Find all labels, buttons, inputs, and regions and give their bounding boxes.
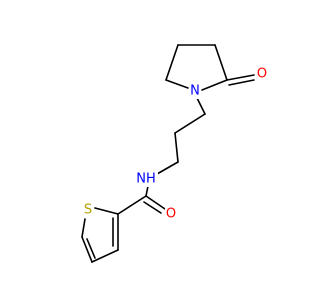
atom-label-nitrogen-ring: N: [190, 84, 200, 99]
atom-label-sulfur: S: [84, 203, 92, 218]
bond-c7-o1-a: [226, 74, 255, 81]
atom-label-oxygen-lactam: O: [257, 67, 267, 82]
bond-ca-cb: [174, 113, 206, 134]
atom-nitrogen-ring: N: [189, 83, 201, 99]
bond-n1-ca: [196, 97, 206, 115]
bond-c4-c5: [165, 44, 179, 81]
molecule-structure-diagram: O N NH O S: [81, 44, 268, 263]
bond-n1-c4: [165, 79, 189, 89]
atom-oxygen-lactam: O: [256, 66, 268, 82]
bond-c7-o1-b: [228, 79, 255, 86]
bond-c7-n1: [201, 79, 228, 91]
bond-cc-n2: [156, 161, 179, 175]
bond-camide-c2: [117, 195, 147, 215]
bond-n2-camide: [145, 185, 149, 197]
atom-sulfur: S: [82, 202, 94, 218]
bond-s-c5t: [81, 218, 86, 238]
atom-oxygen-amide: O: [165, 206, 177, 222]
bond-c4t-c3t: [91, 249, 119, 263]
bond-camide-o2-b: [143, 201, 162, 214]
bond-c6-c7: [214, 44, 228, 81]
bond-c5t-c4t-a: [81, 236, 93, 263]
atom-label-nitrogen-amide: NH: [136, 172, 156, 187]
bond-c2-s: [94, 207, 119, 215]
atom-nitrogen-amide: NH: [136, 171, 158, 187]
bond-camide-o2-a: [145, 195, 166, 210]
atom-label-oxygen-amide: O: [166, 207, 176, 222]
bond-c5t-c4t-b: [86, 238, 96, 259]
bond-cb-cc: [174, 132, 179, 163]
